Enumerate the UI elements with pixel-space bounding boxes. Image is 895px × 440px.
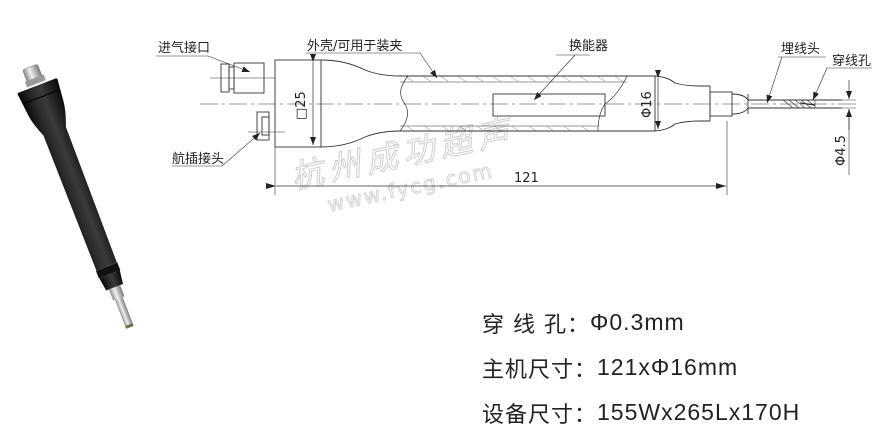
label-air-inlet: 进气接口 (158, 40, 210, 56)
spec-label: 主机尺寸： (482, 357, 598, 383)
spec-value: 155Wx265Lx170H (597, 399, 801, 425)
transducer (492, 93, 606, 117)
spec-equipment-size: 设备尺寸： 155Wx265Lx170H (482, 390, 800, 435)
hatched-wall-bottom (405, 126, 598, 131)
aviation-plug (248, 111, 285, 141)
dim-total-length: 121 (514, 171, 539, 186)
metal-tip (108, 285, 125, 301)
spec-label: 穿 线 孔： (482, 312, 590, 338)
technical-drawing (156, 52, 872, 195)
spec-value: 121xΦ16mm (597, 354, 739, 380)
housing-block (274, 59, 322, 148)
dim-tip-diameter: Φ4.5 (834, 135, 849, 166)
housing-taper (320, 59, 655, 77)
spec-threading-hole: 穿 线 孔： Φ0.3mm (482, 300, 800, 345)
label-embedding-head: 埋线头 (781, 42, 820, 57)
air-inlet-fitting (210, 62, 275, 94)
leader-lines (156, 52, 872, 167)
label-housing: 外壳/可用于装夹 (307, 39, 402, 54)
spec-host-size: 主机尺寸： 121xΦ16mm (482, 345, 800, 390)
tip-section (782, 99, 816, 109)
dim-square-width: □25 (294, 91, 309, 120)
hatched-wall-top (405, 76, 627, 82)
product-photo (17, 64, 134, 329)
spec-list: 穿 线 孔： Φ0.3mm 主机尺寸： 121xΦ16mm 设备尺寸： 155W… (482, 300, 800, 435)
handpiece-body (17, 78, 117, 271)
label-threading-hole: 穿线孔 (832, 53, 871, 69)
label-transducer: 换能器 (569, 39, 608, 54)
dim-body-diameter: Φ16 (640, 91, 655, 118)
label-aviation-plug: 航插接头 (172, 151, 224, 167)
spec-value: Φ0.3mm (590, 309, 685, 335)
spec-label: 设备尺寸： (482, 402, 598, 428)
